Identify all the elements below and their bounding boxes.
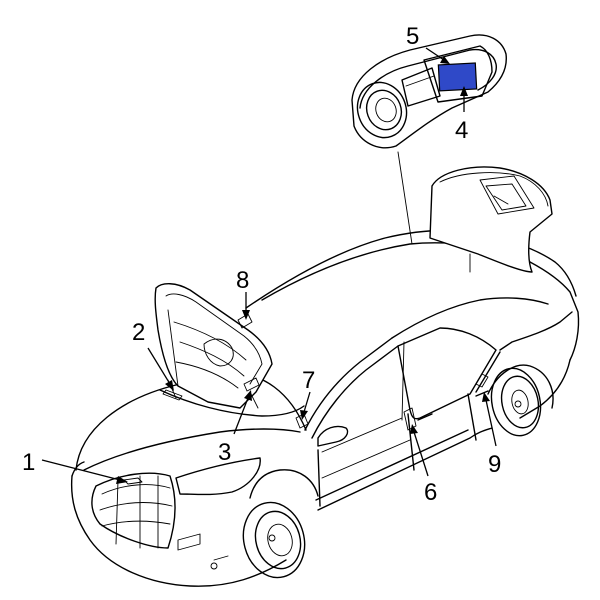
callout-7: 7 [302, 367, 315, 394]
callout-3: 3 [218, 439, 231, 466]
callout-8: 8 [236, 267, 249, 294]
callout-leaders [41, 47, 497, 484]
marker-9 [475, 373, 489, 388]
callout-4: 4 [455, 117, 468, 144]
callout-2: 2 [132, 319, 145, 346]
marker-3 [243, 377, 260, 392]
marker-6 [403, 407, 417, 431]
callout-1: 1 [22, 449, 35, 476]
fuel-door-inset [351, 34, 507, 245]
marker-1 [123, 477, 143, 485]
callout-6: 6 [424, 479, 437, 506]
fuel-label-highlight [437, 62, 478, 92]
callout-numbers: 1 2 3 4 5 6 7 8 9 [22, 23, 501, 506]
car-body [70, 229, 580, 587]
callout-9: 9 [488, 451, 501, 478]
trunk-lid [429, 166, 553, 273]
marker-2 [162, 389, 183, 401]
callout-5: 5 [406, 23, 419, 50]
